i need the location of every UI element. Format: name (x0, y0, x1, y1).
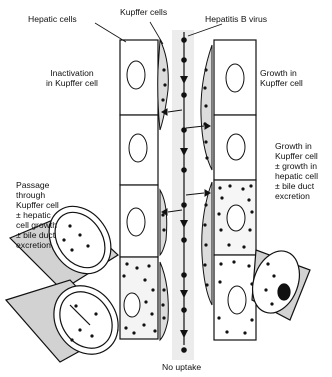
nucleus (127, 61, 145, 89)
nucleus (129, 134, 147, 162)
nucleus (124, 293, 140, 317)
label-growth-hepatic: Growth in Kupffer cell ± growth in hepat… (275, 141, 318, 201)
label-inactivation: Inactivation in Kupffer cell (46, 68, 98, 88)
nucleus (127, 208, 145, 236)
label-growth-in-kupffer: Growth in Kupffer cell (260, 68, 303, 88)
label-kupffer-cells: Kupffer cells (120, 7, 167, 17)
kupffer-cell-left-top (158, 40, 169, 130)
nucleus (227, 134, 245, 160)
left-duct-lower (6, 273, 131, 366)
label-passage: Passage through Kupffer cell ± hepatic c… (16, 180, 59, 250)
nucleus (227, 205, 245, 231)
nucleus (228, 286, 246, 314)
label-no-uptake: No uptake (162, 362, 201, 372)
label-hepatic-cells: Hepatic cells (28, 14, 77, 24)
kupffer-cell-left-mid (160, 190, 167, 255)
kupffer-cell-left-low (160, 262, 168, 340)
nucleus (226, 64, 244, 92)
label-hepatitis-b-virus: Hepatitis B virus (205, 14, 267, 24)
kupffer-cells-left (158, 40, 169, 340)
kupffer-cells-right (201, 45, 212, 305)
